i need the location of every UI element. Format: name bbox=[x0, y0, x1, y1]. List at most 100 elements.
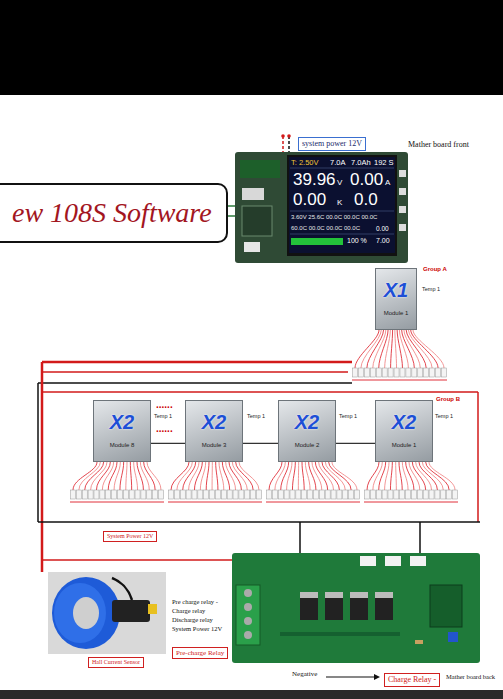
connector-pin bbox=[198, 490, 203, 499]
bus-wires bbox=[38, 362, 480, 572]
connector-pin bbox=[302, 490, 307, 499]
harness-wire bbox=[137, 462, 143, 490]
harness-wire bbox=[206, 462, 209, 490]
battery-module: X2Module 3 bbox=[185, 400, 243, 462]
connector-pin bbox=[272, 490, 277, 499]
lcd-readout: 0.00 bbox=[376, 225, 389, 232]
connector-pin bbox=[278, 490, 283, 499]
mother-board-front-part bbox=[240, 160, 280, 178]
lcd-readout: A bbox=[385, 178, 390, 187]
connector-pin bbox=[82, 490, 87, 499]
connector-pin bbox=[204, 490, 209, 499]
harness-wire bbox=[367, 330, 384, 368]
connector-pin bbox=[411, 490, 416, 499]
lcd-readout: K bbox=[337, 198, 342, 207]
harness-wire bbox=[395, 330, 397, 368]
main-board-back-part bbox=[244, 589, 252, 597]
connector-pin bbox=[325, 490, 330, 499]
hall-sensor-part bbox=[48, 572, 166, 654]
hall-sensor-part bbox=[112, 578, 132, 600]
harness-wire bbox=[395, 462, 397, 490]
harness-wire bbox=[385, 330, 391, 368]
main-board-back-part bbox=[430, 585, 462, 627]
harness-wire bbox=[298, 462, 299, 490]
connector-pin bbox=[112, 490, 117, 499]
connector-pin bbox=[239, 490, 244, 499]
connector-pin bbox=[370, 490, 375, 499]
tag-text: Pre-charge Relay bbox=[176, 649, 224, 657]
connector-pin bbox=[221, 490, 226, 499]
connector-pin bbox=[284, 490, 289, 499]
label-text: Temp 1 bbox=[339, 413, 357, 419]
connector-pin bbox=[251, 490, 256, 499]
battery-module: X2Module 2 bbox=[278, 400, 336, 462]
label-text: Temp 1 bbox=[247, 413, 265, 419]
connector-pin bbox=[353, 368, 358, 377]
harness-wire bbox=[134, 462, 138, 490]
harness-bus bbox=[364, 502, 458, 503]
connector-pin bbox=[394, 490, 399, 499]
harness-bus bbox=[70, 502, 164, 503]
mother-board-front-part bbox=[290, 211, 394, 212]
banner-title: ew 108S Software bbox=[12, 193, 212, 233]
label-text: Charge relay bbox=[172, 607, 205, 614]
connector-pin bbox=[382, 368, 387, 377]
label-text: ...... bbox=[156, 399, 173, 411]
harness-wire bbox=[212, 462, 213, 490]
connector-pin bbox=[382, 490, 387, 499]
connector-pin bbox=[355, 490, 360, 499]
harness-wire bbox=[130, 462, 131, 490]
tag-text: Charge Relay - bbox=[388, 675, 436, 685]
negative-lead-part bbox=[326, 676, 378, 677]
connector-pin bbox=[257, 490, 262, 499]
connector-pin bbox=[417, 490, 422, 499]
bus-wires-part bbox=[42, 391, 478, 393]
harness-wire bbox=[399, 330, 408, 368]
main-board-back-part bbox=[236, 585, 260, 645]
mother-board-front-part bbox=[244, 242, 260, 252]
connector-pin bbox=[210, 490, 215, 499]
lcd-readout: 60.0C 00.0C 00.0C 00.0C bbox=[291, 225, 360, 232]
harness-wire bbox=[281, 462, 289, 490]
tag-box: system power 12V bbox=[298, 137, 366, 151]
lcd-readout: 0.0 bbox=[354, 190, 378, 210]
connector-pin bbox=[100, 490, 105, 499]
label-text: Group B bbox=[436, 396, 460, 403]
battery-module: X2Module 1 bbox=[375, 400, 433, 462]
mother-board-front-part bbox=[399, 224, 406, 231]
module-name: Module 1 bbox=[376, 309, 416, 317]
software-banner: ew 108S Software bbox=[0, 183, 228, 243]
bus-wires-part bbox=[38, 521, 480, 523]
main-board-back-part bbox=[375, 598, 393, 620]
connector-pin bbox=[76, 490, 81, 499]
mother-board-front-part bbox=[289, 157, 395, 253]
lcd-readout: 3.60V 25.6C 00.0C 00.0C 00.0C bbox=[291, 214, 377, 221]
main-board-back-part bbox=[410, 556, 426, 566]
connector-pin bbox=[331, 490, 336, 499]
connector-pin bbox=[169, 490, 174, 499]
connector-pin bbox=[388, 368, 393, 377]
connector-pin bbox=[364, 368, 369, 377]
label-text: ...... bbox=[156, 423, 173, 435]
mother-board-front-part bbox=[399, 170, 406, 177]
main-board-back-part bbox=[448, 632, 458, 642]
mother-board-front-part bbox=[399, 188, 406, 195]
lcd-readout: 0.00 bbox=[293, 190, 326, 210]
connector-pin bbox=[453, 490, 458, 499]
top-band-part bbox=[0, 0, 503, 95]
main-board-back-part bbox=[415, 640, 423, 644]
module-name: Module 1 bbox=[376, 441, 432, 449]
label-text: Mather board front bbox=[408, 140, 469, 149]
main-board-back-part bbox=[385, 556, 401, 566]
harness-wire bbox=[361, 330, 381, 368]
link-line bbox=[336, 443, 375, 444]
connector-pin bbox=[430, 368, 435, 377]
mother-board-front-part bbox=[399, 206, 406, 213]
connector-pin bbox=[71, 490, 76, 499]
harness-wire bbox=[108, 462, 117, 490]
label-text: Discharge relay bbox=[172, 616, 213, 623]
connector-pin bbox=[233, 490, 238, 499]
mother-board-front bbox=[235, 152, 408, 263]
connector-pin bbox=[313, 490, 318, 499]
